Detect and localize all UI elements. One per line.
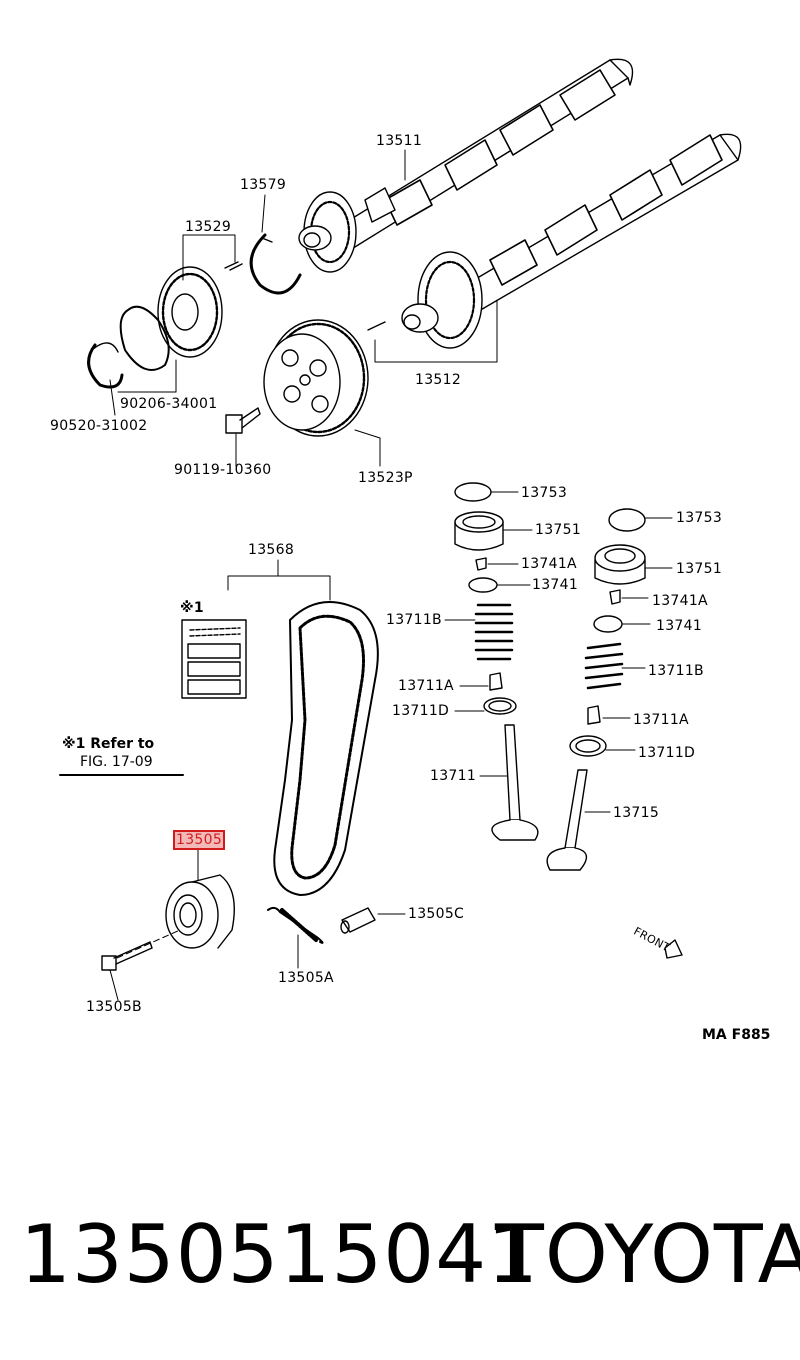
gear-13529 — [157, 261, 243, 358]
part-number: 1350515041 — [20, 1208, 539, 1301]
label-13741A-right: 13741A — [652, 593, 708, 609]
label-90206-34001: 90206-34001 — [120, 396, 218, 412]
label-13711A-right: 13711A — [633, 712, 689, 728]
label-90520-31002: 90520-31002 — [50, 418, 148, 434]
label-13711D-left: 13711D — [392, 703, 450, 719]
label-13711B-right: 13711B — [648, 663, 704, 679]
label-13505-highlighted[interactable]: 13505 — [172, 830, 226, 850]
label-13711: 13711 — [430, 768, 477, 784]
valve-train-left — [444, 482, 539, 841]
label-13505A: 13505A — [278, 970, 334, 986]
label-13741-right: 13741 — [656, 618, 703, 634]
label-13579: 13579 — [240, 177, 287, 193]
bolt-90119 — [225, 407, 261, 434]
label-13523P: 13523P — [358, 470, 413, 486]
label-13753-right: 13753 — [676, 510, 723, 526]
label-90119-10360: 90119-10360 — [174, 462, 272, 478]
pulley-13523P — [263, 319, 369, 437]
figure-code: MA F885 — [702, 1027, 771, 1043]
label-13741-left: 13741 — [532, 577, 579, 593]
note-line-2: FIG. 17-09 — [80, 754, 153, 770]
label-13505C: 13505C — [408, 906, 465, 922]
brand-name: TOYOTA — [495, 1208, 800, 1301]
label-13751-right: 13751 — [676, 561, 723, 577]
label-13715: 13715 — [613, 805, 660, 821]
label-13529: 13529 — [185, 219, 232, 235]
label-mark-1: ※1 — [180, 600, 204, 616]
note-line-1: ※1 Refer to — [62, 736, 155, 752]
label-13568: 13568 — [248, 542, 295, 558]
ref-sheet — [181, 619, 247, 699]
label-13741A-left: 13741A — [521, 556, 577, 572]
label-13512: 13512 — [415, 372, 462, 388]
label-13505B: 13505B — [86, 999, 142, 1015]
label-13511: 13511 — [376, 133, 423, 149]
camshaft-lower — [367, 133, 742, 349]
camshaft-upper — [298, 58, 634, 273]
valve-train-right — [546, 508, 673, 871]
label-13711D-right: 13711D — [638, 745, 696, 761]
label-13751-left: 13751 — [535, 522, 582, 538]
timing-belt — [273, 601, 379, 896]
label-13711A-left: 13711A — [398, 678, 454, 694]
label-13711B-left: 13711B — [386, 612, 442, 628]
tensioner-13505 — [101, 846, 235, 1001]
label-13753-left: 13753 — [521, 485, 568, 501]
